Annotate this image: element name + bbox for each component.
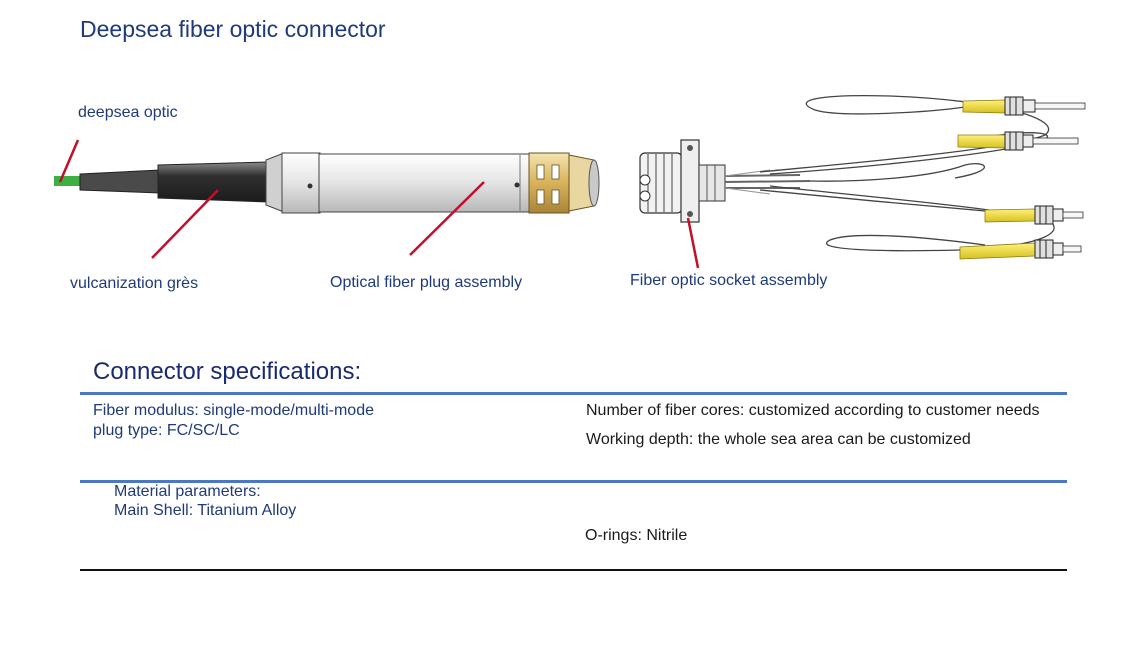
coupling-nut — [528, 152, 570, 214]
spec-fiber-modulus: Fiber modulus: single-mode/multi-mode — [93, 402, 374, 419]
leader-deepsea-optic — [58, 139, 80, 183]
socket-flange — [680, 139, 700, 223]
fiber-optic-socket — [639, 94, 1086, 260]
connector-illustration — [54, 94, 1086, 269]
st-connector-2 — [957, 131, 1079, 151]
plug-body-front — [281, 152, 321, 214]
spec-fiber-cores: Number of fiber cores: customized accord… — [586, 402, 1040, 419]
specs-heading: Connector specifications: — [93, 358, 362, 385]
label-plug-assembly: Optical fiber plug assembly — [330, 274, 523, 291]
page-title: Deepsea fiber optic connector — [80, 16, 386, 42]
label-vulcanization: vulcanization grès — [70, 275, 199, 292]
spec-rule-1 — [80, 392, 1067, 395]
spec-rule-2 — [80, 480, 1067, 483]
green-fiber — [54, 176, 84, 186]
st-connector-3 — [984, 205, 1084, 225]
st-connector-1 — [962, 96, 1086, 116]
st-connector-4 — [959, 239, 1082, 260]
bottom-rule — [80, 569, 1067, 571]
optical-fiber-plug — [54, 152, 600, 214]
strain-relief — [79, 169, 161, 194]
leader-socket-assembly — [686, 217, 700, 269]
leader-vulcanization — [151, 189, 219, 259]
spec-working-depth: Working depth: the whole sea area can be… — [586, 431, 971, 448]
label-deepsea-optic: deepsea optic — [78, 104, 178, 121]
fiber-loops — [759, 94, 1055, 252]
label-socket-assembly: Fiber optic socket assembly — [630, 272, 828, 289]
spec-o-rings: O-rings: Nitrile — [585, 527, 688, 544]
spec-plug-type: plug type: FC/SC/LC — [93, 422, 240, 439]
spec-material-parameters: Material parameters: — [114, 483, 261, 500]
plug-body-main — [318, 153, 530, 213]
leader-plug-assembly — [409, 181, 485, 256]
spec-main-shell: Main Shell: Titanium Alloy — [114, 502, 297, 519]
leader-lines — [58, 139, 700, 269]
